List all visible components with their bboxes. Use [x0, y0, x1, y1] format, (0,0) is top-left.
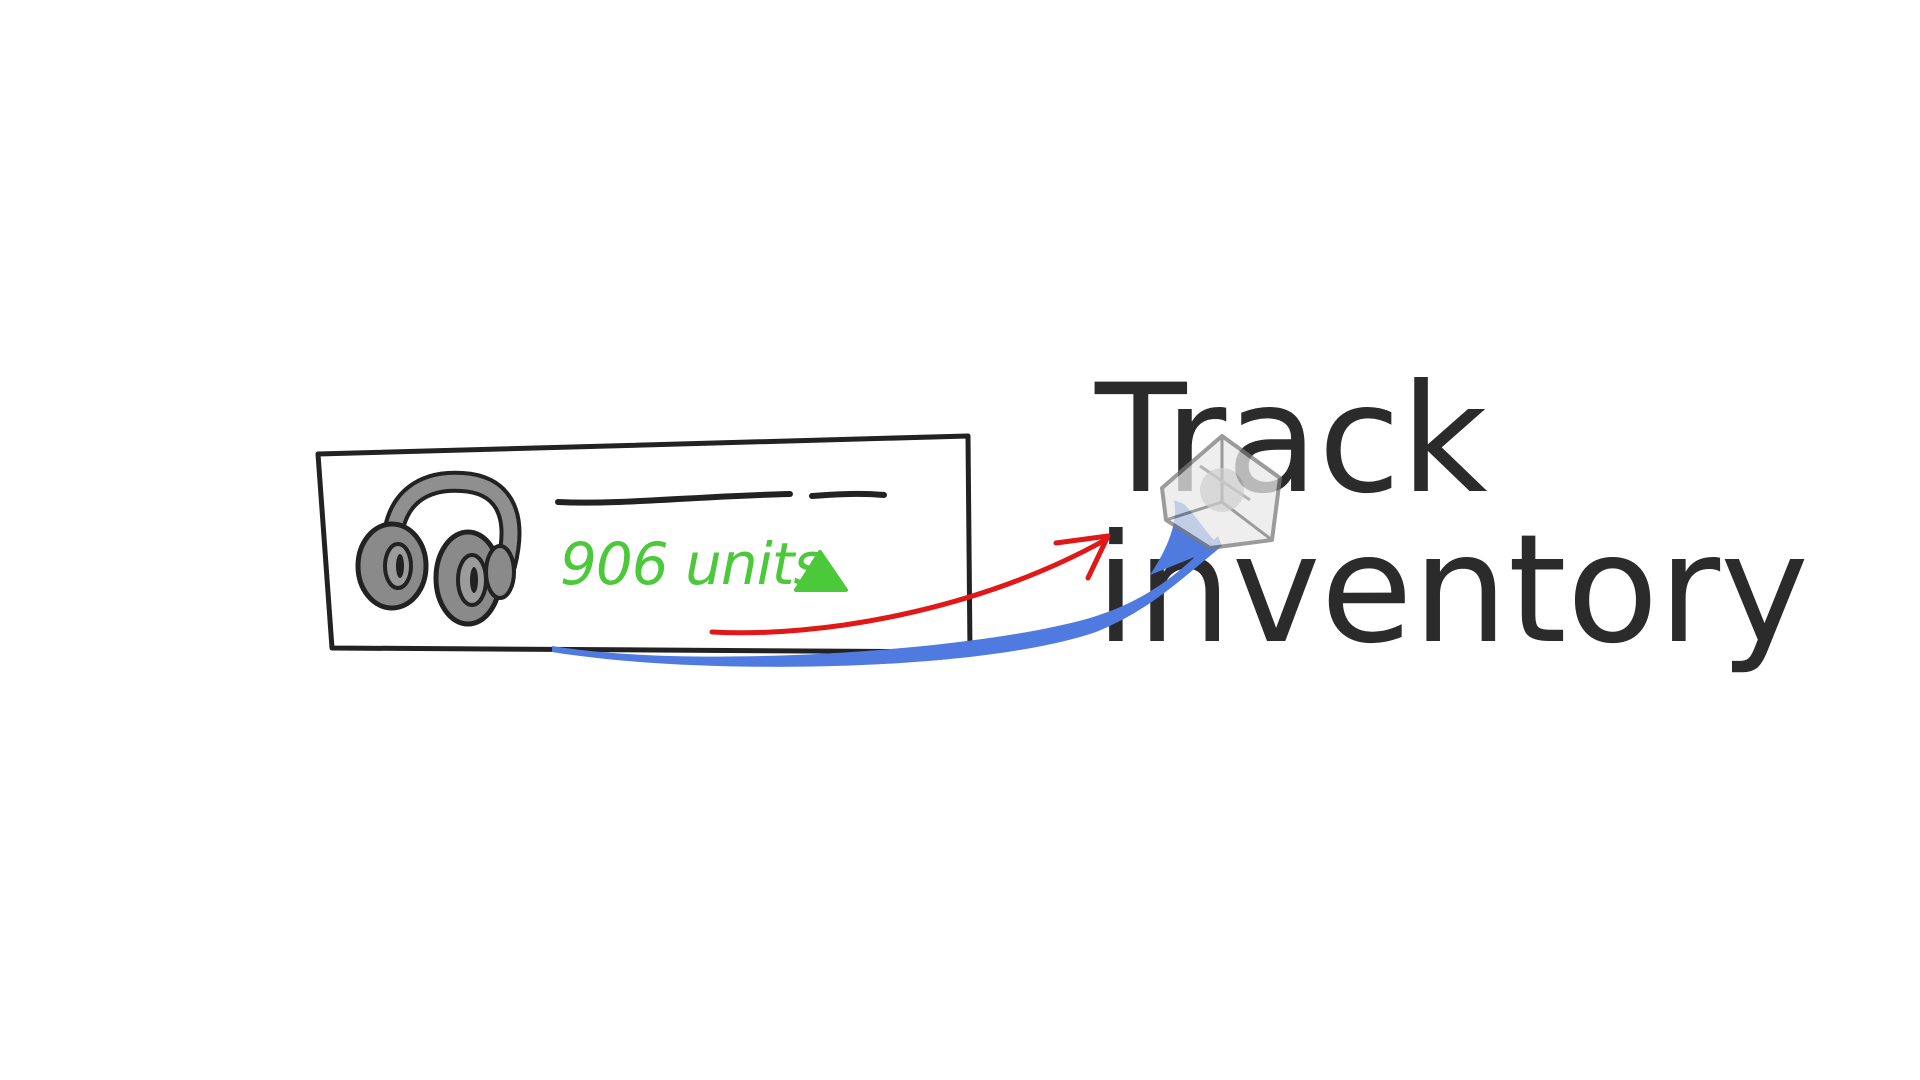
trend-up-icon: [794, 550, 848, 592]
stock-units-label: 906 units: [560, 530, 824, 598]
red-arrow-icon: [709, 533, 1111, 636]
headphones-icon: [355, 470, 522, 627]
box-icon: [1160, 434, 1282, 550]
blue-swoosh-tip: [1150, 500, 1222, 575]
title-placeholder-line: [555, 491, 793, 506]
headline: Track inventory: [1095, 365, 1809, 665]
blue-swoosh: [552, 536, 1222, 667]
subtitle-placeholder-line: [809, 490, 887, 499]
